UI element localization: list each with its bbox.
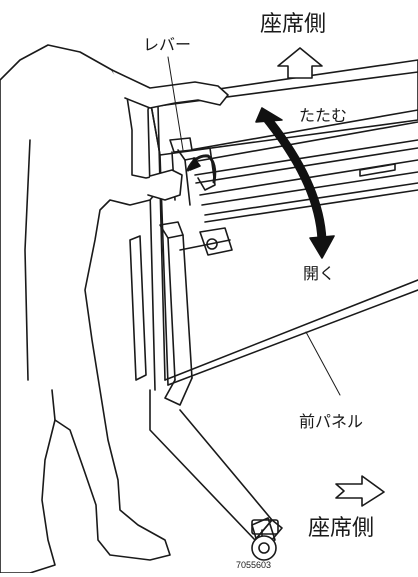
seat-side-label-top: 座席側 (260, 12, 327, 37)
front-panel-label: 前パネル (299, 412, 364, 431)
seat-side-up-arrow (277, 47, 323, 79)
lever-arrow (186, 154, 217, 184)
person (0, 44, 229, 574)
leader-lines (167, 56, 341, 396)
seat-side-right-arrow (335, 475, 385, 507)
front-panel (164, 279, 418, 386)
fold-open-arrow (255, 107, 335, 259)
lever-label: レバー (143, 35, 192, 54)
fold-label: たたむ (299, 106, 348, 125)
table-top (147, 59, 418, 391)
caster-wheel (251, 517, 277, 561)
seat-side-label-bottom: 座席側 (308, 516, 375, 541)
figure-code: 7055603 (236, 560, 272, 570)
open-label: 開く (303, 264, 336, 283)
